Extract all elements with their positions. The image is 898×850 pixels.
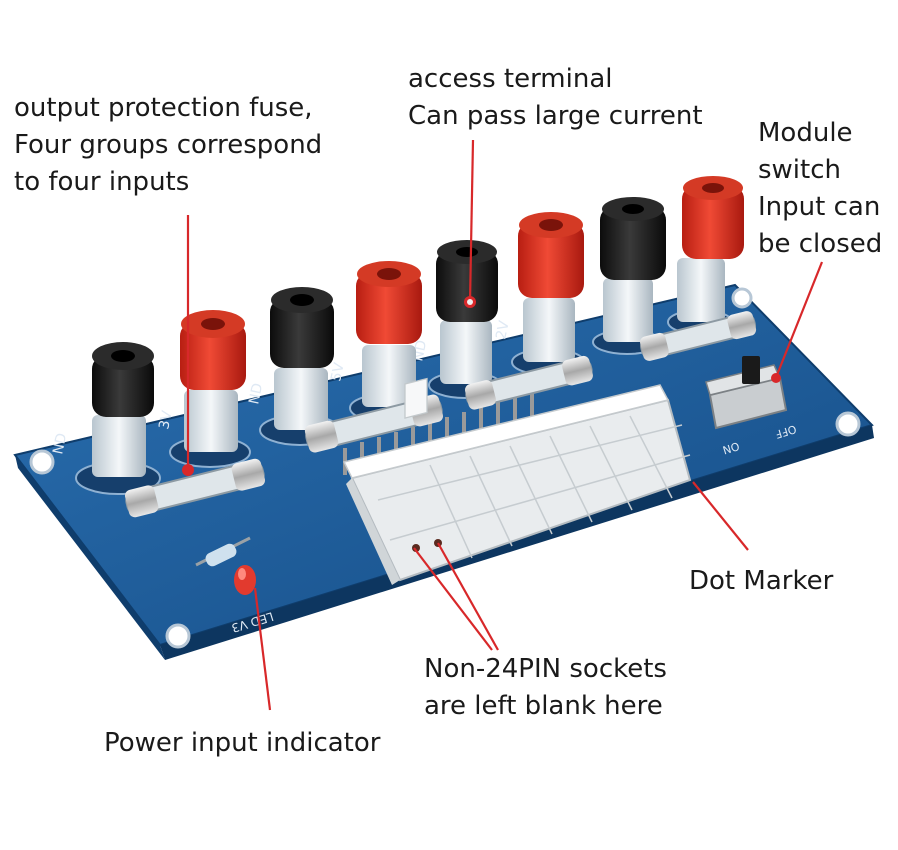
label-blank-sockets: Non-24PIN sockets are left blank here xyxy=(424,651,667,725)
atx-24pin-connector xyxy=(342,377,692,585)
label-fuse-line3: to four inputs xyxy=(14,167,190,197)
label-switch-line2: switch xyxy=(758,155,842,185)
label-fuse: output protection fuse, Four groups corr… xyxy=(14,90,322,201)
line-switch xyxy=(773,261,824,381)
label-switch-line3: Input can xyxy=(758,192,881,222)
mounting-holes xyxy=(29,287,861,649)
silk-gnd-mid: ND xyxy=(246,382,266,406)
silk-5v: 5V xyxy=(328,361,348,383)
line-socket-2 xyxy=(437,542,499,651)
line-access-terminal xyxy=(468,139,475,303)
binding-post-black-2 xyxy=(259,287,341,446)
label-sockets-line2: are left blank here xyxy=(424,691,663,721)
label-sockets-line1: Non-24PIN sockets xyxy=(424,654,667,684)
label-access-terminal: access terminal Can pass large current xyxy=(408,61,703,135)
silk-off: OFF xyxy=(774,422,798,441)
fuses xyxy=(124,311,757,518)
power-led xyxy=(234,565,256,595)
label-fuse-line1: output protection fuse, xyxy=(14,93,313,123)
label-power-indicator: Power input indicator xyxy=(104,725,380,762)
line-led xyxy=(253,587,272,711)
binding-post-black-3 xyxy=(592,197,666,355)
binding-post-black-center xyxy=(428,240,502,399)
silk-gnd-left: ND xyxy=(50,432,70,456)
label-led-line1: Power input indicator xyxy=(104,728,381,758)
silk-3v3: 3V xyxy=(156,409,176,431)
resistor xyxy=(195,536,251,567)
line-socket-1 xyxy=(413,547,493,651)
label-dot-marker: Dot Marker xyxy=(689,563,833,600)
label-module-switch: Module switch Input can be closed xyxy=(758,115,882,263)
label-dot-line1: Dot Marker xyxy=(689,566,834,596)
binding-post-red-4 xyxy=(667,176,744,335)
binding-post-red-1 xyxy=(169,310,251,468)
label-access-line2: Can pass large current xyxy=(408,101,703,131)
annotation-highlight-dots xyxy=(467,299,473,305)
silk-on: ON xyxy=(721,439,741,456)
silk-12v: 2V xyxy=(493,319,513,341)
label-fuse-line2: Four groups correspond xyxy=(14,130,323,160)
slide-switch xyxy=(705,356,788,430)
label-access-line1: access terminal xyxy=(408,64,613,94)
line-dot-marker xyxy=(692,481,749,551)
label-switch-line4: be closed xyxy=(758,229,883,259)
annotation-lines xyxy=(186,139,824,711)
binding-post-black-1 xyxy=(75,342,161,495)
label-switch-line1: Module xyxy=(758,118,853,148)
